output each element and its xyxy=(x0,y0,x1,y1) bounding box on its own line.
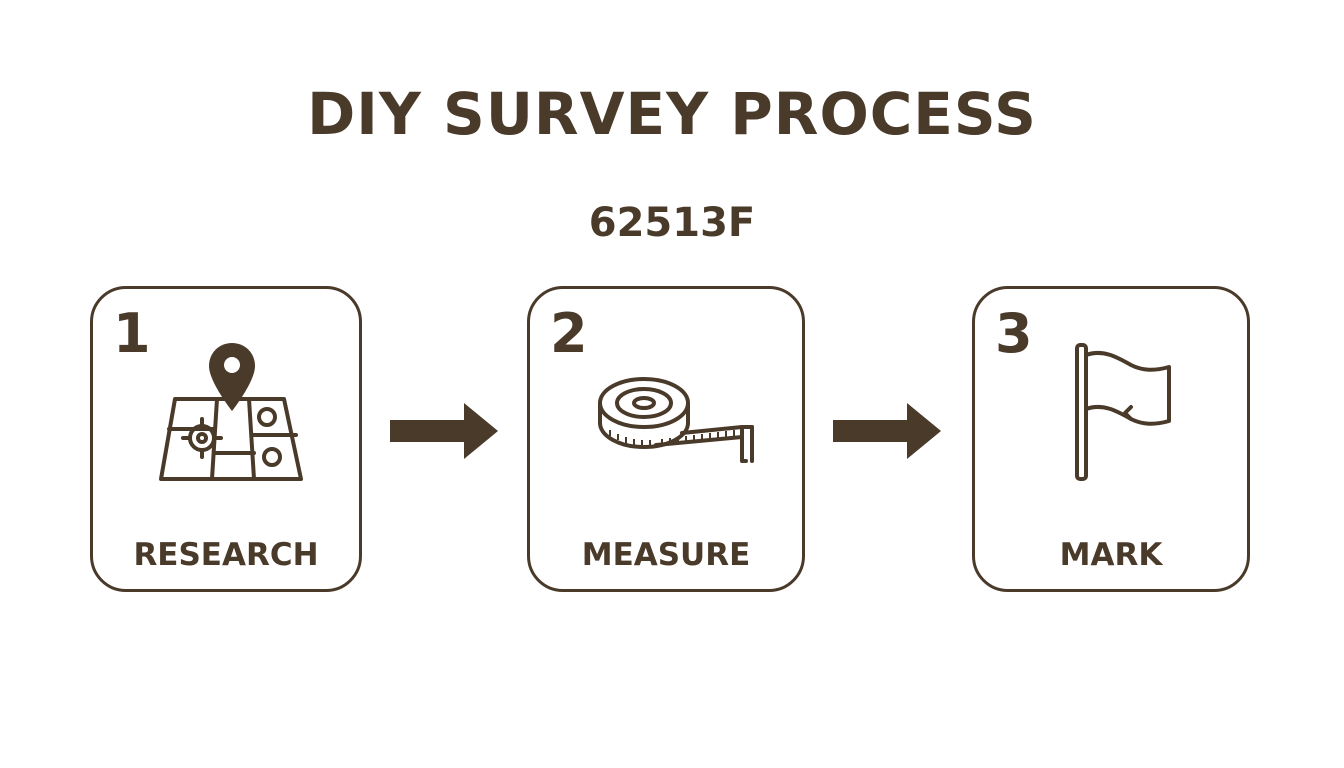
step-number: 2 xyxy=(550,302,588,365)
step-number: 1 xyxy=(113,302,151,365)
tape-measure-icon xyxy=(598,377,754,463)
step-label: RESEARCH xyxy=(133,537,319,573)
map-location-icon xyxy=(159,343,303,481)
step-label: MEASURE xyxy=(581,537,751,573)
step-measure: 2 ME xyxy=(527,286,805,592)
step-number: 3 xyxy=(995,302,1033,365)
arrow-right-icon xyxy=(833,403,941,459)
process-code: 62513F xyxy=(588,200,756,246)
step-research: 1 RESEARCH xyxy=(90,286,362,592)
page-title: DIY SURVEY PROCESS xyxy=(307,80,1037,148)
step-mark: 3 MARK xyxy=(972,286,1250,592)
flag-icon xyxy=(1075,343,1171,481)
arrow-right-icon xyxy=(390,403,498,459)
step-label: MARK xyxy=(1059,537,1163,573)
